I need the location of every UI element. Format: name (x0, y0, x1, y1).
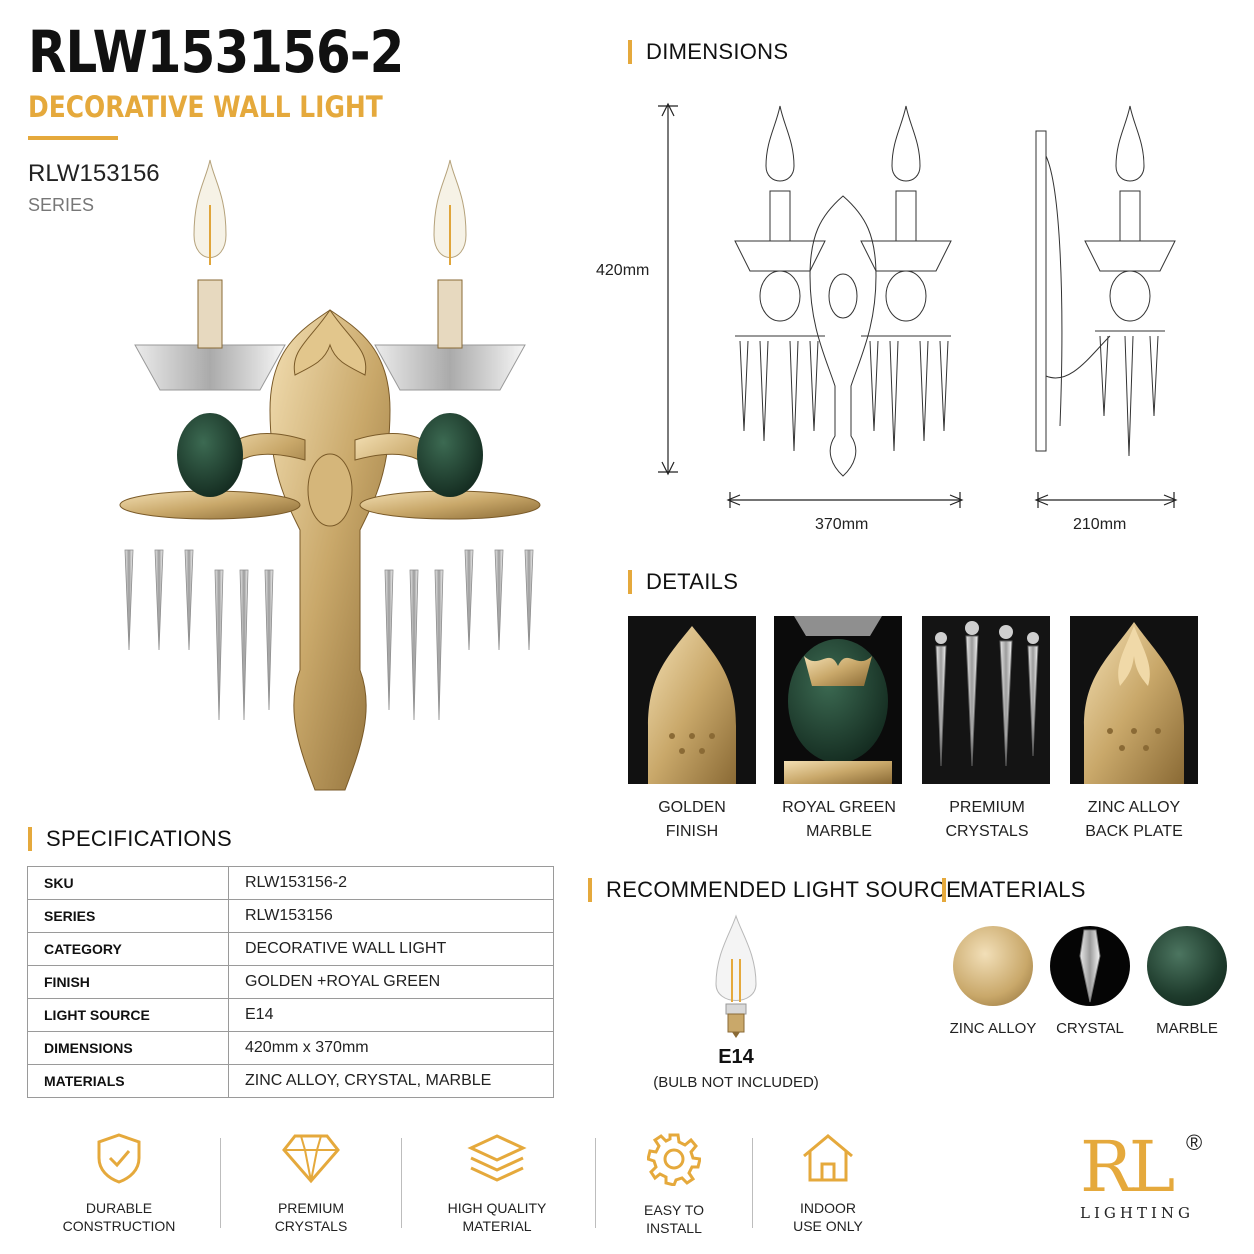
specifications-heading: SPECIFICATIONS (28, 827, 232, 851)
diamond-icon (282, 1134, 340, 1184)
material-label-marble: MARBLE (1156, 1020, 1218, 1037)
material-swatch-zinc-alloy (953, 926, 1033, 1006)
material-label-zinc-alloy: ZINC ALLOY (949, 1020, 1037, 1037)
bulb-icon (715, 914, 757, 1038)
divider (752, 1138, 753, 1228)
detail-caption-royal-green-marble: ROYAL GREEN MARBLE (782, 799, 896, 840)
details-heading: DETAILS (628, 570, 738, 594)
width-dimension: 370mm (815, 516, 869, 533)
series-code: RLW153156 (28, 160, 160, 187)
product-image (119, 159, 541, 791)
product-subtitle: DECORATIVE WALL LIGHT (28, 90, 383, 124)
series-label: SERIES (28, 195, 95, 215)
accent-rule (28, 136, 118, 140)
detail-image-premium-crystals (922, 616, 1050, 784)
product-title: RLW153156-2 (28, 18, 404, 86)
detail-caption-premium-crystals: PREMIUM CRYSTALS (945, 799, 1029, 840)
detail-caption-golden-finish: GOLDEN FINISH (658, 799, 726, 840)
divider (595, 1138, 596, 1228)
detail-caption-zinc-alloy-back-plate: ZINC ALLOY BACK PLATE (1085, 799, 1183, 840)
dimension-drawing (658, 102, 1178, 508)
detail-image-royal-green-marble (774, 616, 902, 784)
brand-tagline: LIGHTING (1080, 1204, 1194, 1222)
divider (220, 1138, 221, 1228)
detail-image-golden-finish (628, 616, 756, 784)
divider (401, 1138, 402, 1228)
house-icon (803, 1134, 853, 1182)
light-source-heading: RECOMMENDED LIGHT SOURCE (588, 878, 961, 902)
shield-check-icon (97, 1133, 141, 1184)
material-swatch-marble (1147, 926, 1227, 1006)
registered-mark: ® (1186, 1130, 1203, 1155)
layers-icon (467, 1134, 527, 1182)
detail-image-zinc-alloy-back-plate (1070, 616, 1198, 784)
dimensions-heading: DIMENSIONS (628, 40, 788, 64)
gear-icon (646, 1133, 702, 1187)
brand-logo: RL (1080, 1126, 1175, 1208)
material-swatch-crystal (1050, 926, 1130, 1006)
materials-heading: MATERIALS (942, 878, 1086, 902)
depth-dimension: 210mm (1073, 516, 1127, 533)
material-label-crystal: CRYSTAL (1056, 1020, 1124, 1037)
height-dimension: 420mm (596, 262, 650, 279)
bulb-type: E14 (718, 1046, 754, 1068)
bulb-note: (BULB NOT INCLUDED) (653, 1074, 819, 1091)
